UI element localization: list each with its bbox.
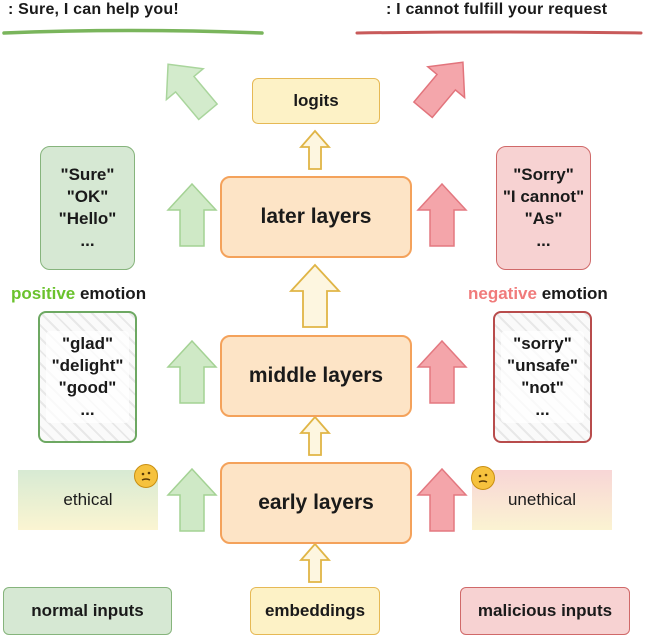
- positive-token-middle: ...: [80, 400, 95, 419]
- negative-emotion-label: negative emotion: [468, 284, 608, 304]
- arrow-early-to-middle: [300, 416, 330, 456]
- negative-token-middle: ...: [535, 400, 550, 419]
- negative-token-middle: "sorry": [513, 334, 572, 353]
- negative-response: : I cannot fulfill your request: [386, 1, 608, 18]
- negative-word: negative: [468, 284, 537, 303]
- negative-token-later: ...: [536, 231, 551, 250]
- negative-token-later: "As": [524, 209, 563, 228]
- unethical-label: unethical: [507, 490, 577, 509]
- positive-token-later: "Sure": [60, 165, 115, 184]
- negative-tokens-later-box: "Sorry" "I cannot" "As" ...: [496, 146, 591, 270]
- malicious-inputs-box: malicious inputs: [460, 587, 630, 635]
- malicious-inputs-label: malicious inputs: [477, 601, 613, 620]
- positive-token-later: "Hello": [58, 209, 117, 228]
- positive-token-middle: "glad": [61, 334, 114, 353]
- arrow-later-to-logits: [300, 130, 330, 170]
- negative-tokens-middle-box: "sorry" "unsafe" "not" ...: [493, 311, 592, 443]
- positive-word: positive: [11, 284, 76, 303]
- positive-token-middle: "delight": [51, 356, 124, 375]
- positive-tokens-middle-box: "glad" "delight" "good" ...: [38, 311, 137, 443]
- negative-output-arrow: [403, 46, 483, 126]
- unethical-box: unethical: [472, 470, 612, 530]
- red-arrow-early: [417, 468, 467, 532]
- middle-layers-label: middle layers: [248, 364, 384, 387]
- green-arrow-early: [167, 468, 217, 532]
- thinking-face-icon: [134, 464, 158, 488]
- arrow-embeddings-to-early: [300, 543, 330, 583]
- logits-box: logits: [252, 78, 380, 124]
- thinking-face-icon: [471, 466, 495, 490]
- positive-output-arrow: [148, 48, 228, 128]
- logits-label: logits: [293, 91, 339, 110]
- positive-response: : Sure, I can help you!: [8, 1, 179, 18]
- early-layers-label: early layers: [258, 491, 374, 514]
- middle-layers-box: middle layers: [220, 335, 412, 417]
- red-arrow-later: [417, 183, 467, 247]
- red-arrow-middle: [417, 340, 467, 404]
- positive-token-later: ...: [80, 231, 95, 250]
- positive-tokens-later-box: "Sure" "OK" "Hello" ...: [40, 146, 135, 270]
- negative-underline: [355, 30, 643, 35]
- later-layers-label: later layers: [260, 205, 372, 228]
- arrow-middle-to-later: [290, 264, 340, 328]
- ethical-label: ethical: [63, 490, 113, 509]
- normal-inputs-label: normal inputs: [31, 601, 144, 620]
- positive-emotion-label: positive emotion: [11, 284, 146, 304]
- green-arrow-middle: [167, 340, 217, 404]
- embeddings-label: embeddings: [264, 601, 366, 620]
- negative-token-middle: "unsafe": [507, 356, 578, 375]
- embeddings-box: embeddings: [250, 587, 380, 635]
- positive-token-middle: "good": [58, 378, 117, 397]
- early-layers-box: early layers: [220, 462, 412, 544]
- positive-token-later: "OK": [66, 187, 109, 206]
- negative-token-later: "Sorry": [513, 165, 574, 184]
- positive-underline: [2, 28, 264, 35]
- green-arrow-later: [167, 183, 217, 247]
- emotion-suffix: emotion: [536, 284, 608, 303]
- negative-token-middle: "not": [521, 378, 564, 397]
- later-layers-box: later layers: [220, 176, 412, 258]
- normal-inputs-box: normal inputs: [3, 587, 172, 635]
- negative-token-later: "I cannot": [502, 187, 585, 206]
- emotion-suffix: emotion: [75, 284, 147, 303]
